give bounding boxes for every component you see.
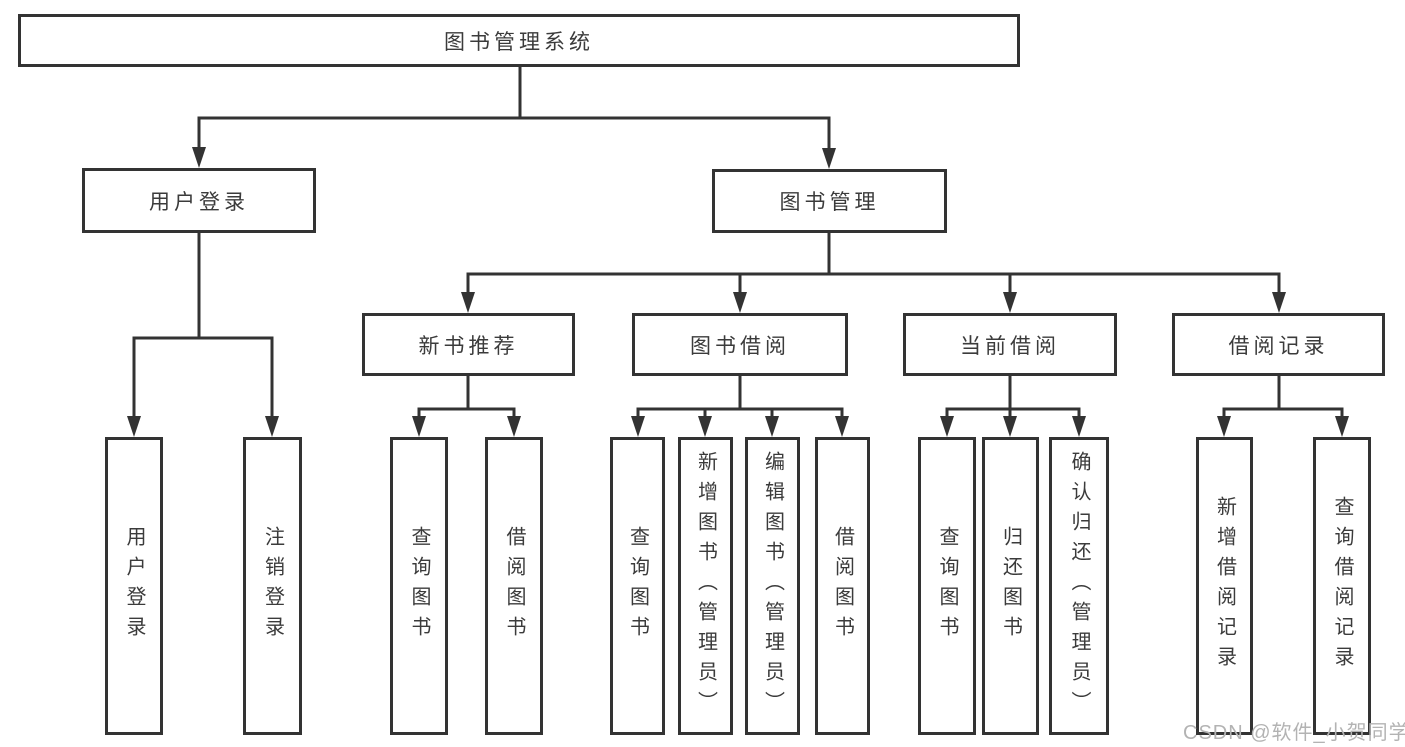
leaf-query-books-borrowing: 查询图书 — [610, 437, 665, 735]
leaf-query-books-recommend-label: 查询图书 — [408, 526, 430, 646]
leaf-user-login-label: 用户登录 — [123, 526, 145, 646]
leaf-borrow-books-recommend-label: 借阅图书 — [503, 526, 525, 646]
leaf-query-books-current: 查询图书 — [918, 437, 976, 735]
leaf-user-login: 用户登录 — [105, 437, 163, 735]
watermark: CSDN @软件_小贺同学 — [1183, 722, 1405, 744]
node-user-login: 用户登录 — [82, 168, 316, 233]
leaf-confirm-return-admin-label: 确认归还（管理员） — [1068, 451, 1090, 721]
leaf-query-books-borrowing-label: 查询图书 — [626, 526, 649, 646]
node-new-book-recommend: 新书推荐 — [362, 313, 575, 376]
node-book-management: 图书管理 — [712, 169, 947, 233]
node-current-borrowing: 当前借阅 — [903, 313, 1117, 376]
leaf-edit-books-admin-label: 编辑图书（管理员） — [761, 451, 784, 721]
leaf-logout: 注销登录 — [243, 437, 302, 735]
node-root: 图书管理系统 — [18, 14, 1020, 67]
leaf-return-books: 归还图书 — [982, 437, 1039, 735]
leaf-borrow-books-borrowing-label: 借阅图书 — [831, 526, 854, 646]
leaf-add-books-admin: 新增图书（管理员） — [678, 437, 733, 735]
leaf-query-borrow-record: 查询借阅记录 — [1313, 437, 1371, 735]
leaf-query-books-recommend: 查询图书 — [390, 437, 448, 735]
leaf-add-books-admin-label: 新增图书（管理员） — [694, 451, 717, 721]
leaf-add-borrow-record-label: 新增借阅记录 — [1213, 496, 1236, 676]
leaf-return-books-label: 归还图书 — [999, 526, 1022, 646]
leaf-query-borrow-record-label: 查询借阅记录 — [1331, 496, 1353, 676]
leaf-borrow-books-recommend: 借阅图书 — [485, 437, 543, 735]
node-book-borrowing: 图书借阅 — [632, 313, 848, 376]
leaf-borrow-books-borrowing: 借阅图书 — [815, 437, 870, 735]
leaf-add-borrow-record: 新增借阅记录 — [1196, 437, 1253, 735]
node-borrowing-records: 借阅记录 — [1172, 313, 1385, 376]
leaf-query-books-current-label: 查询图书 — [936, 526, 958, 646]
leaf-logout-label: 注销登录 — [261, 526, 284, 646]
leaf-edit-books-admin: 编辑图书（管理员） — [745, 437, 800, 735]
leaf-confirm-return-admin: 确认归还（管理员） — [1049, 437, 1109, 735]
arrowheads — [127, 147, 1349, 437]
